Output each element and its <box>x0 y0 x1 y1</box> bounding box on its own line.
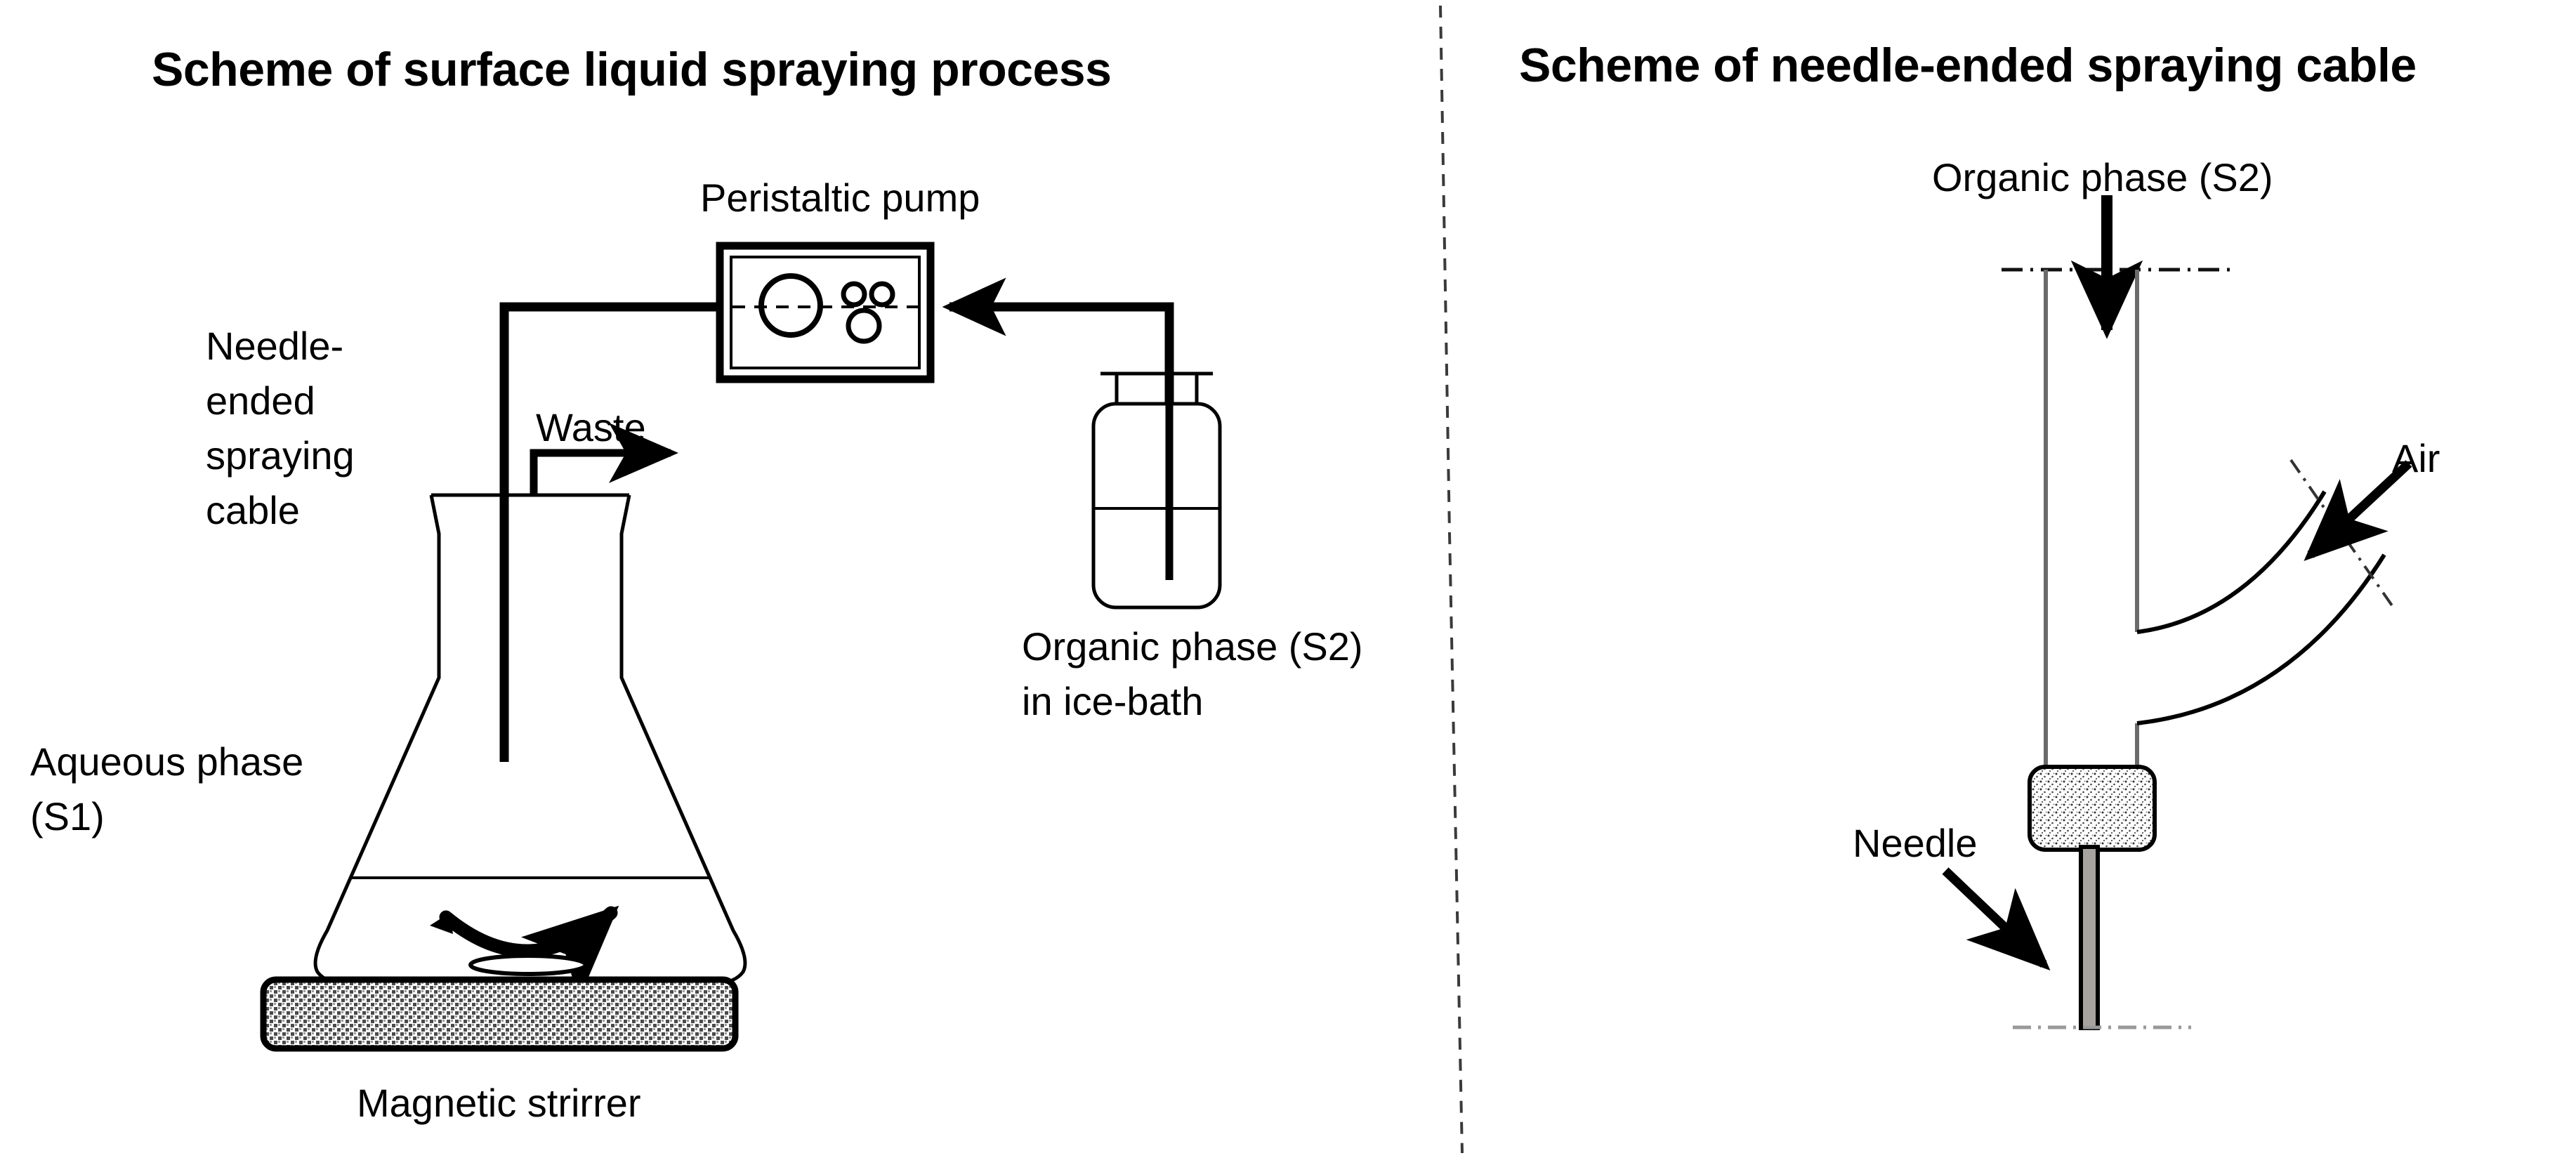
cable-label-line2: ended <box>206 379 315 423</box>
magnetic-stirrer <box>260 976 739 1052</box>
left-panel-title: Scheme of surface liquid spraying proces… <box>152 43 1111 96</box>
air-arrow <box>2304 460 2412 561</box>
needle-hub <box>2028 765 2157 852</box>
stirrer-label: Magnetic strirrer <box>357 1081 641 1125</box>
right-panel-title: Scheme of needle-ended spraying cable <box>1519 39 2417 92</box>
panel-divider <box>1439 5 1464 1154</box>
air-side-arm <box>2136 459 2396 725</box>
needle-label: Needle <box>1853 821 1977 865</box>
text-layer: Scheme of surface liquid spraying proces… <box>30 39 2440 1125</box>
needle-callout-arrow <box>1942 867 2051 970</box>
aqueous-label-line2: (S1) <box>30 794 105 838</box>
waste-label: Waste <box>536 405 646 449</box>
organic-icebath-label-line2: in ice-bath <box>1022 679 1203 723</box>
peristaltic-pump <box>711 242 935 383</box>
pump-label: Peristaltic pump <box>700 176 980 220</box>
needle-shaft <box>2079 845 2100 1030</box>
reagent-bottle <box>1091 349 1222 610</box>
cable-body <box>2044 270 2139 777</box>
erlenmeyer-flask <box>313 493 747 1001</box>
left-panel-graphics <box>260 242 1222 1052</box>
organic-icebath-label-line1: Organic phase (S2) <box>1022 624 1363 669</box>
cable-label-line3: spraying <box>206 433 355 478</box>
right-panel-graphics <box>1942 195 2412 1030</box>
organic-phase-label: Organic phase (S2) <box>1932 155 2273 199</box>
cable-label-line1: Needle- <box>206 324 343 368</box>
air-label: Air <box>2392 436 2440 480</box>
aqueous-label-line1: Aqueous phase <box>30 739 303 784</box>
cable-label-line4: cable <box>206 488 300 532</box>
